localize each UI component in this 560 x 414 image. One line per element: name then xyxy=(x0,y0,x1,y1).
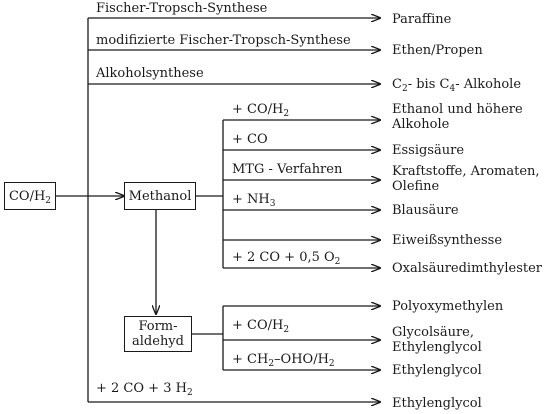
product-c2-c4-alkohole: C2- bis C4- Alkohole xyxy=(392,77,522,94)
formaldehyd-label-1: Form- xyxy=(138,319,178,334)
product-paraffine: Paraffine xyxy=(392,12,452,27)
product-blausaeure: Blausäure xyxy=(392,203,459,218)
process-alkoholsynthese: Alkoholsynthese xyxy=(96,66,204,81)
product-ethylenglycol-direct: Ethylenglycol xyxy=(392,396,482,411)
reagent-co: + CO xyxy=(232,132,268,147)
product-ethen-propen: Ethen/Propen xyxy=(392,43,483,58)
co-h2-source-box: CO/H2 xyxy=(4,182,56,210)
reagent-2co-o2: + 2 CO + 0,5 O2 xyxy=(232,250,341,267)
product-ethylenglycol-fa: Ethylenglycol xyxy=(392,363,482,378)
product-eiweisssynthese: Eiweißsynthesse xyxy=(392,233,503,248)
product-kraftstoffe: Kraftstoffe, Aromaten, Olefine xyxy=(392,164,540,194)
product-oxalsaeure: Oxalsäuredimthylester xyxy=(392,261,543,276)
product-ethanol: Ethanol und höhere Alkohole xyxy=(392,102,523,132)
formaldehyd-box: Form- aldehyd xyxy=(124,316,192,352)
source-label: CO/H xyxy=(8,189,46,204)
reagent-co-h2-ethanol: + CO/H2 xyxy=(232,102,290,119)
methanol-label: Methanol xyxy=(128,189,192,204)
process-fischer-tropsch: Fischer-Tropsch-Synthese xyxy=(96,1,268,16)
reagent-nh3: + NH3 xyxy=(232,192,276,209)
product-polyoxymethylen: Polyoxymethylen xyxy=(392,299,504,314)
product-essigsaeure: Essigsäure xyxy=(392,143,465,158)
formaldehyd-label-2: aldehyd xyxy=(132,334,184,349)
reagent-2co-3h2: + 2 CO + 3 H2 xyxy=(96,381,193,398)
reagent-ch2-oho-h2: + CH2–OHO/H2 xyxy=(232,352,335,369)
source-label-sub: 2 xyxy=(45,196,52,206)
reagent-mtg: MTG - Verfahren xyxy=(232,162,343,177)
methanol-box: Methanol xyxy=(124,182,196,210)
reagent-co-h2-glycol: + CO/H2 xyxy=(232,318,290,335)
process-modifizierte-ft: modifizierte Fischer-Tropsch-Synthese xyxy=(96,33,351,48)
product-glycolsaeure: Glycolsäure, Ethylenglycol xyxy=(392,325,482,355)
